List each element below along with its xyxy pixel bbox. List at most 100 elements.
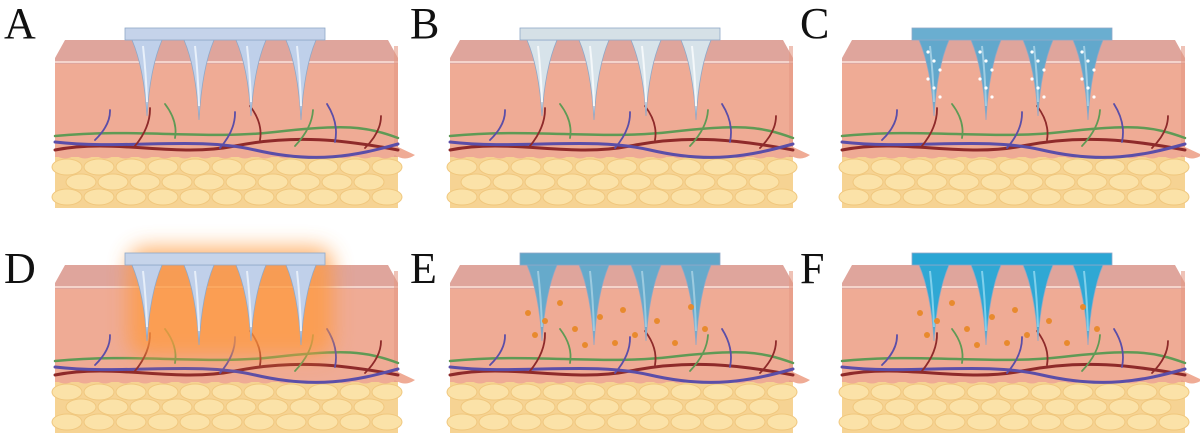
drug-particle xyxy=(1064,340,1070,346)
fat-cell xyxy=(479,189,509,205)
drug-particle xyxy=(949,300,955,306)
fat-cell xyxy=(839,189,869,205)
fat-cell xyxy=(607,384,637,400)
fat-cell xyxy=(447,384,477,400)
particle xyxy=(926,77,929,80)
fat-cell xyxy=(1063,384,1093,400)
fat-cell xyxy=(290,174,320,190)
fat-cell xyxy=(735,414,765,430)
fat-cell xyxy=(871,384,901,400)
fat-cell xyxy=(340,159,370,175)
drug-particle xyxy=(542,318,548,324)
drug-particle xyxy=(974,342,980,348)
fat-cell xyxy=(575,384,605,400)
fat-cell xyxy=(543,384,573,400)
fat-cell xyxy=(671,414,701,430)
fat-cell xyxy=(671,189,701,205)
particle xyxy=(938,95,941,98)
fat-cell xyxy=(493,174,523,190)
fat-cell xyxy=(717,399,747,415)
fat-cell xyxy=(639,159,669,175)
fat-cell xyxy=(903,189,933,205)
particle xyxy=(1092,68,1095,71)
fat-cell xyxy=(885,399,915,415)
fat-cell xyxy=(1031,159,1061,175)
fat-cell xyxy=(967,384,997,400)
panel-label: F xyxy=(800,244,824,293)
fat-cell xyxy=(543,189,573,205)
fat-cell xyxy=(447,159,477,175)
particle xyxy=(984,86,987,89)
fat-cell xyxy=(194,399,224,415)
fat-cell xyxy=(671,384,701,400)
fat-cell xyxy=(52,159,82,175)
fat-cell xyxy=(735,384,765,400)
fat-cell xyxy=(322,399,352,415)
fat-cell xyxy=(981,399,1011,415)
particle xyxy=(932,59,935,62)
drug-particle xyxy=(1024,332,1030,338)
fat-cell xyxy=(703,414,733,430)
fat-cell xyxy=(981,174,1011,190)
fat-cell xyxy=(935,384,965,400)
fat-cell xyxy=(1127,159,1157,175)
fat-cell xyxy=(839,414,869,430)
panel-a: A xyxy=(4,0,415,208)
panel-label: B xyxy=(410,0,439,48)
fat-cell xyxy=(717,174,747,190)
fat-cell xyxy=(903,384,933,400)
fat-cell xyxy=(557,399,587,415)
fat-cell xyxy=(543,414,573,430)
fat-cell xyxy=(308,159,338,175)
drug-particle xyxy=(620,307,626,313)
fat-cell xyxy=(1031,189,1061,205)
fat-cell xyxy=(967,189,997,205)
fat-cell xyxy=(935,189,965,205)
drug-particle xyxy=(934,318,940,324)
particle xyxy=(1086,86,1089,89)
drug-particle xyxy=(917,310,923,316)
fat-cell xyxy=(148,414,178,430)
fat-cells xyxy=(447,384,797,430)
particle xyxy=(978,77,981,80)
fat-cell xyxy=(885,174,915,190)
fat-cell xyxy=(999,159,1029,175)
fat-cell xyxy=(461,399,491,415)
fat-cell xyxy=(999,414,1029,430)
fat-cell xyxy=(66,399,96,415)
fat-cell xyxy=(685,174,715,190)
fat-cell xyxy=(1095,414,1125,430)
fat-cell xyxy=(1109,174,1139,190)
fat-cell xyxy=(511,414,541,430)
fat-cell xyxy=(194,174,224,190)
particle xyxy=(1030,50,1033,53)
fat-cell xyxy=(84,159,114,175)
fat-cell xyxy=(871,189,901,205)
fat-cell xyxy=(703,159,733,175)
patch-backing xyxy=(520,28,720,40)
fat-cell xyxy=(967,414,997,430)
fat-cell xyxy=(276,189,306,205)
fat-cell xyxy=(226,399,256,415)
drug-particle xyxy=(582,342,588,348)
fat-cell xyxy=(372,414,402,430)
particle xyxy=(926,50,929,53)
fat-cell xyxy=(967,159,997,175)
fat-cell xyxy=(162,399,192,415)
fat-cell xyxy=(853,399,883,415)
fat-cell xyxy=(372,159,402,175)
fat-cell xyxy=(589,399,619,415)
fat-cell xyxy=(308,189,338,205)
fat-cell xyxy=(703,189,733,205)
fat-cell xyxy=(447,189,477,205)
fat-cell xyxy=(621,399,651,415)
fat-cell xyxy=(447,414,477,430)
fat-cell xyxy=(130,399,160,415)
fat-cells xyxy=(839,384,1189,430)
drug-particle xyxy=(1080,304,1086,310)
drug-particle xyxy=(632,332,638,338)
particle xyxy=(990,68,993,71)
particle xyxy=(1036,59,1039,62)
fat-cell xyxy=(1141,399,1171,415)
